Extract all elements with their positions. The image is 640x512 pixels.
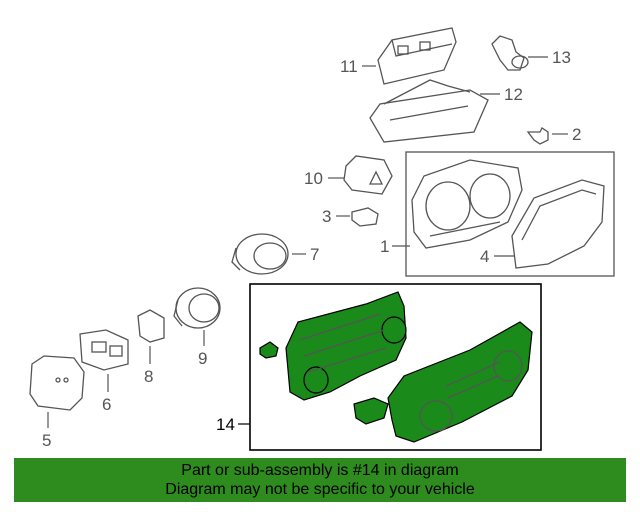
callout-12: 12 (504, 85, 523, 104)
part-7-ignition-switch[interactable]: 7 (231, 233, 319, 275)
banner-line-1: Part or sub-assembly is #14 in diagram (181, 462, 459, 479)
banner-line-2: Diagram may not be specific to your vehi… (165, 481, 475, 498)
part-14-climate-control-assembly[interactable]: 14 (216, 283, 542, 451)
part-4-cluster-lens[interactable]: 4 (480, 179, 605, 269)
callout-1: 1 (380, 237, 389, 256)
part-9-round-switch[interactable]: 9 (173, 287, 221, 368)
callout-8: 8 (144, 367, 153, 386)
callout-14: 14 (216, 415, 235, 434)
callout-6: 6 (102, 395, 111, 414)
part-3-clip[interactable]: 3 (322, 207, 379, 227)
part-2-screw[interactable]: 2 (526, 125, 581, 145)
callout-10: 10 (304, 169, 323, 188)
callout-11: 11 (340, 57, 358, 76)
part-12-tray[interactable]: 12 (369, 79, 523, 143)
info-banner: Part or sub-assembly is #14 in diagram D… (14, 458, 626, 502)
callout-3: 3 (322, 207, 331, 226)
part-1-instrument-cluster[interactable]: 1 (380, 159, 523, 256)
part-8-small-switch[interactable]: 8 (137, 309, 165, 386)
callout-9: 9 (198, 349, 207, 368)
part-6-switch-module[interactable]: 6 (79, 329, 129, 414)
callout-13: 13 (552, 48, 571, 67)
callout-4: 4 (480, 247, 489, 266)
part-11-switch-panel[interactable]: 11 (340, 27, 457, 85)
part-13-socket[interactable]: 13 (491, 35, 571, 71)
cluster-group-box (405, 151, 615, 277)
callout-7: 7 (310, 245, 319, 264)
callout-5: 5 (42, 431, 51, 450)
part-10-hazard-switch[interactable]: 10 (304, 155, 393, 195)
callout-2: 2 (572, 125, 581, 144)
part-5-module[interactable]: 5 (29, 355, 85, 450)
